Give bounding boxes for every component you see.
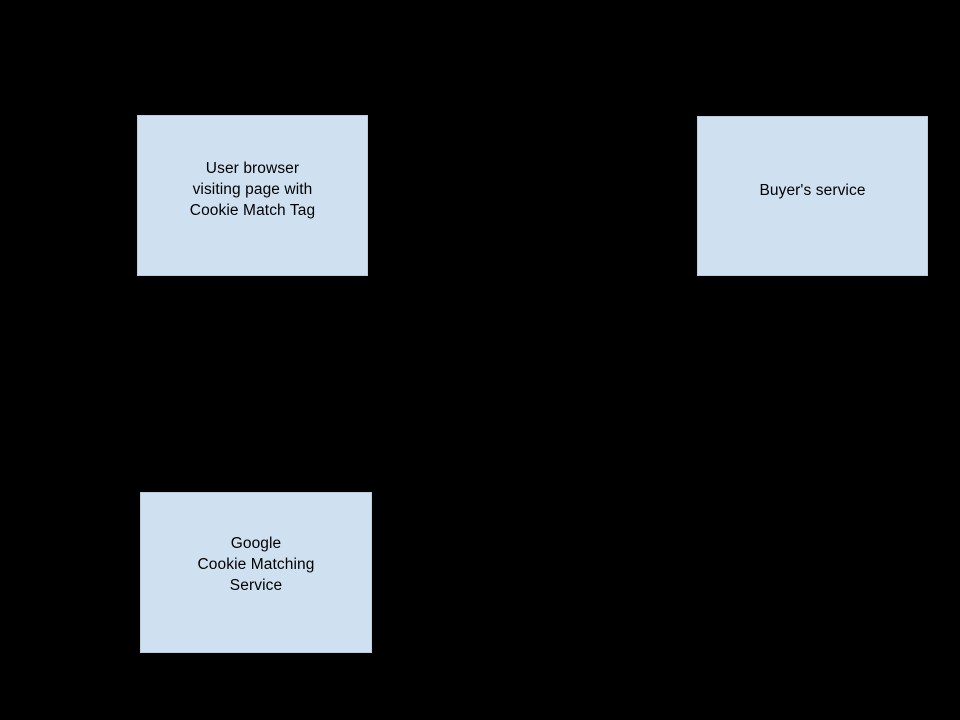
node-buyers-service-label: Buyer's service — [759, 181, 866, 199]
node-buyers-service[interactable]: Buyer's service — [697, 116, 928, 276]
node-google-cookie-matching-service[interactable]: Google Cookie Matching Service — [140, 492, 372, 653]
node-google-cookie-matching-service-label: Google Cookie Matching Service — [197, 535, 315, 594]
node-user-browser[interactable]: User browser visiting page with Cookie M… — [137, 115, 368, 276]
node-user-browser-label: User browser visiting page with Cookie M… — [189, 160, 316, 219]
